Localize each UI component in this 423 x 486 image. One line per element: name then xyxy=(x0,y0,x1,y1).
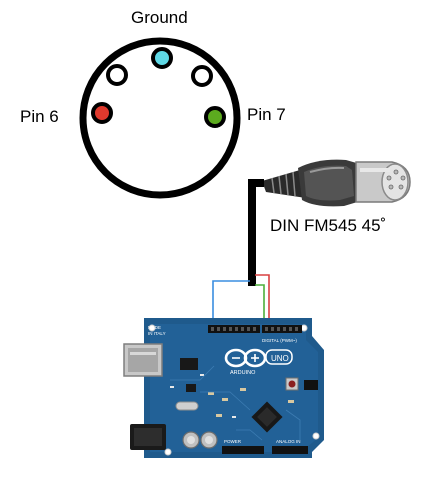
wires xyxy=(212,274,270,327)
uno-badge xyxy=(265,349,293,365)
analog-header xyxy=(272,446,308,454)
icsp-header xyxy=(304,380,318,390)
pin-6-label: Pin 6 xyxy=(20,107,59,126)
made-in-line-2: IN ITALY xyxy=(148,331,166,336)
crystal xyxy=(175,401,199,411)
made-in-label: MADE IN ITALY xyxy=(148,325,166,336)
plug-pins xyxy=(386,169,406,190)
pin-7 xyxy=(204,106,226,128)
pin-7-label: Pin 7 xyxy=(247,105,286,124)
ground-label: Ground xyxy=(131,8,188,27)
capacitors xyxy=(182,431,218,449)
din-socket xyxy=(79,37,241,199)
pin-6 xyxy=(91,102,113,124)
plug-strain-relief xyxy=(262,170,306,198)
cable-label: DIN FM545 45˚ xyxy=(270,216,387,235)
ground-pin xyxy=(151,47,173,69)
wire-red xyxy=(255,274,270,326)
power-header-label: POWER xyxy=(224,439,242,444)
digital-header-label: DIGITAL (PWM~) xyxy=(262,338,297,343)
wire-green xyxy=(255,284,265,326)
din-plug xyxy=(262,159,411,207)
power-header xyxy=(222,446,264,454)
digital-header xyxy=(208,325,302,333)
made-in-line-1: MADE xyxy=(148,325,161,330)
arduino-board: DIGITAL (PWM~) xyxy=(123,318,324,458)
analog-header-label: ANALOG IN xyxy=(276,439,301,444)
arduino-label: ARDUINO xyxy=(230,370,256,376)
pin-open-left xyxy=(106,64,128,86)
arduino-logo xyxy=(224,348,267,368)
uno-label: UNO xyxy=(271,354,289,363)
pin-open-right xyxy=(191,65,213,87)
cable xyxy=(248,179,264,286)
wire-blue xyxy=(212,280,250,327)
